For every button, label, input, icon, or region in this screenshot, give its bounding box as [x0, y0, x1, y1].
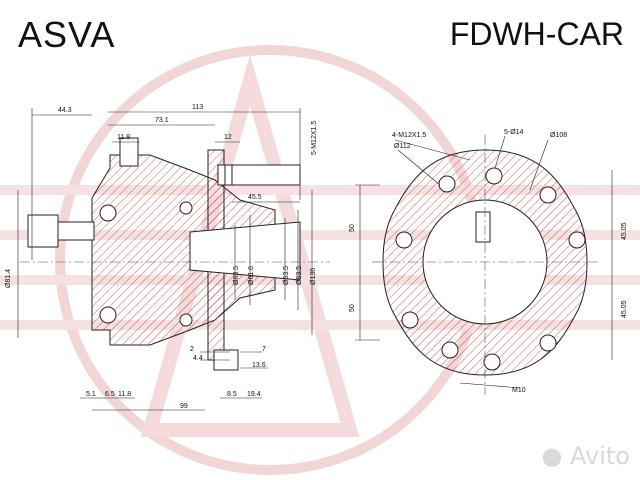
dim-11-8-top: 11.8	[117, 134, 130, 141]
dim-61-6: Ø61.6	[248, 266, 255, 285]
dim-19-4: 19.4	[247, 391, 261, 398]
label-5-holes: 5-Ø14	[504, 129, 524, 136]
dim-4-4: 4.4	[193, 355, 203, 362]
label-4-m12: 4-M12X1.5	[392, 132, 426, 139]
dim-113: 113	[192, 104, 203, 111]
side-section-view	[20, 137, 330, 371]
dim-73-1: 73.1	[155, 117, 169, 124]
part-code: FDWH-CAR	[449, 16, 624, 52]
dim-50-a: 50	[349, 224, 356, 232]
dim-2: 2	[190, 346, 194, 353]
dim-81-4: Ø81.4	[5, 269, 12, 288]
dim-stud-thread: 5-M12X1.5	[311, 121, 318, 155]
side-view-dimension-lines	[17, 108, 313, 411]
dim-12: 12	[224, 134, 232, 141]
dim-5-1: 5.1	[86, 391, 96, 398]
dim-8-5: 8.5	[227, 391, 237, 398]
avito-dots-icon: ●	[541, 442, 571, 470]
dim-53-5: Ø53.5	[283, 266, 290, 285]
dim-63-5-a: Ø63.5	[233, 266, 240, 285]
watermark-text: Avito	[570, 442, 630, 470]
front-view-labels: 4-M12X1.5 5-Ø14 Ø108 Ø112 M10 50 50 45.0…	[349, 129, 628, 394]
avito-watermark: ● Avito	[541, 442, 630, 470]
label-d112: Ø112	[394, 143, 411, 150]
dim-45-05-a: 45.05	[621, 222, 628, 240]
front-view-dimension-lines	[355, 135, 613, 389]
dim-11-8-bottom: 11.8	[118, 391, 131, 398]
dim-50-b: 50	[349, 304, 356, 312]
dim-99: 99	[180, 403, 188, 410]
front-view	[372, 135, 600, 395]
side-view-dimension-labels: 44.3 113 73.1 11.8 12 5-M12X1.5 45.5 Ø81…	[5, 104, 318, 410]
brand-title: ASVA	[18, 14, 116, 55]
label-d108: Ø108	[550, 132, 567, 139]
dim-45-05-b: 45.05	[621, 300, 628, 318]
dim-7: 7	[262, 346, 266, 353]
label-m10: M10	[512, 387, 526, 394]
dim-45-5: 45.5	[248, 194, 262, 201]
dim-136: Ø136	[310, 268, 317, 285]
dim-63-5-b: Ø63.5	[296, 266, 303, 285]
dim-6-5: 6.5	[105, 391, 115, 398]
dim-44-3: 44.3	[58, 107, 72, 114]
dim-13-6: 13.6	[252, 362, 266, 369]
